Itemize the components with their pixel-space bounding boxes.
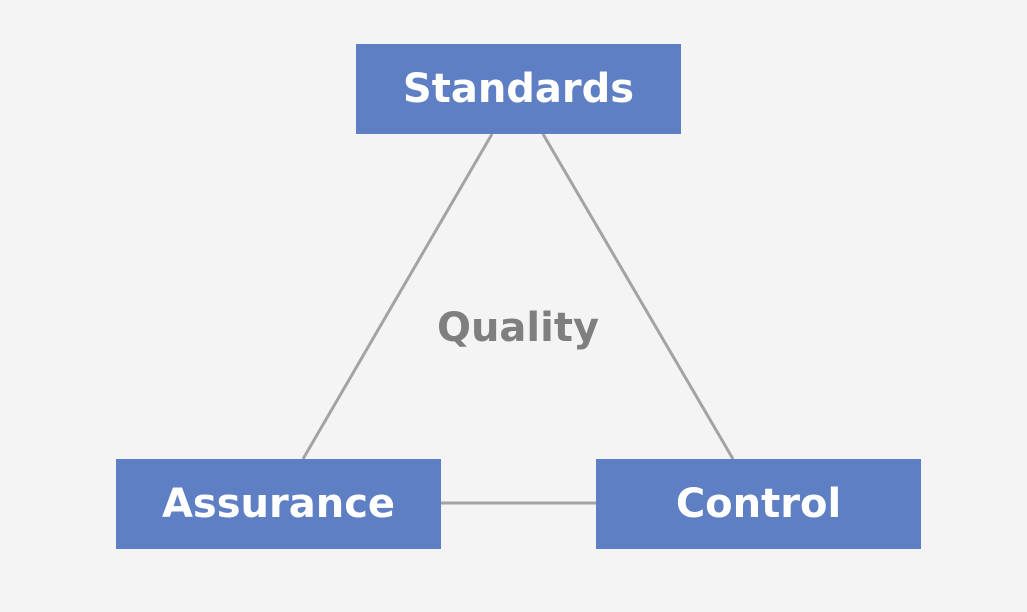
node-assurance: Assurance [116,459,441,549]
node-control: Control [596,459,921,549]
node-standards: Standards [356,44,681,134]
connector-standards-assurance [301,133,494,460]
node-standards-label: Standards [402,66,635,112]
node-assurance-label: Assurance [161,481,396,527]
node-control-label: Control [675,481,842,527]
connector-standards-control [541,133,735,460]
center-label-quality: Quality [436,305,600,351]
